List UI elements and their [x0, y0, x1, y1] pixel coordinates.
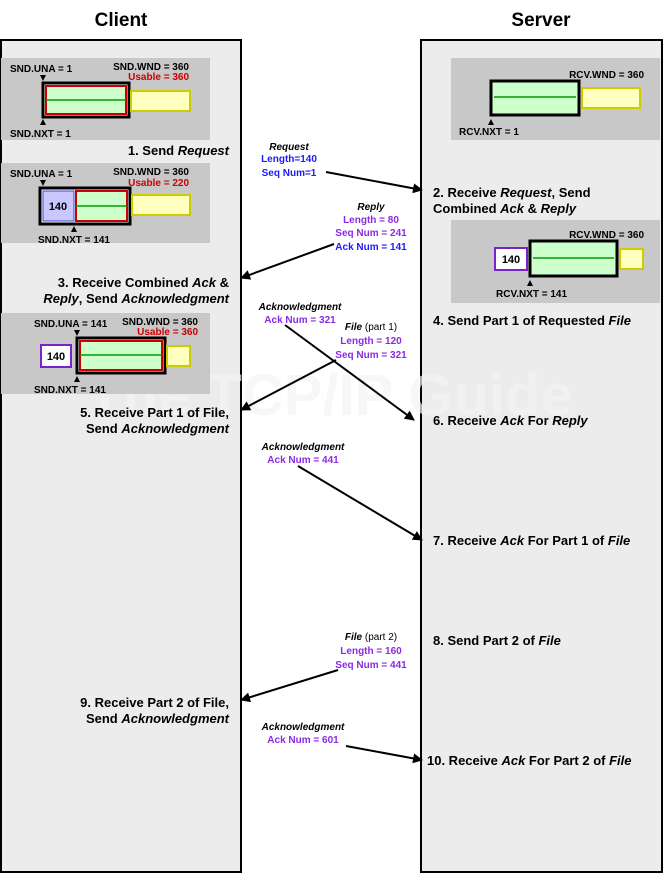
snd-wnd-label: SND.WND = 360 [113, 62, 189, 73]
client-step-9-line1: 9. Receive Part 2 of File, [80, 695, 229, 710]
msg-acknowledgment-3: Acknowledgment Ack Num = 601 [261, 722, 345, 746]
client-step-5-line2: Send Acknowledgment [86, 421, 230, 436]
server-step-2-line1: 2. Receive Request, Send [433, 185, 591, 200]
file-part2-arrow [240, 669, 339, 703]
msg-title: Acknowledgment [261, 722, 345, 733]
snd-una-label: SND.UNA = 1 [10, 64, 73, 75]
rcv-nxt-label: RCV.NXT = 1 [459, 127, 519, 138]
msg-line: Length = 160 [340, 646, 402, 657]
msg-line: Seq Num = 441 [335, 660, 407, 671]
client-send-window-1: SND.UNA = 1 SND.WND = 360 Usable = 360 S… [1, 58, 210, 140]
reply-arrow [240, 243, 335, 280]
server-header: Server [511, 10, 571, 31]
acked-bytes-label: 140 [47, 351, 65, 363]
usable-label: Usable = 360 [128, 72, 189, 83]
client-step-3-line2: Reply, Send Acknowledgment [43, 291, 229, 306]
file-part1-arrow [240, 359, 337, 411]
server-step-10: 10. Receive Ack For Part 2 of File [427, 753, 632, 768]
client-steps: 1. Send Request 3. Receive Combined Ack … [43, 143, 229, 726]
server-step-7: 7. Receive Ack For Part 1 of File [433, 533, 630, 548]
msg-title: Acknowledgment [258, 302, 342, 313]
msg-file-part1: File (part 1) Length = 120 Seq Num = 321 [335, 322, 407, 361]
msg-reply: Reply Length = 80 Seq Num = 241 Ack Num … [335, 202, 407, 253]
server-receive-window-2: 140 RCV.WND = 360 RCV.NXT = 141 [451, 220, 660, 303]
msg-acknowledgment-1: Acknowledgment Ack Num = 321 [258, 302, 342, 326]
message-arrows [240, 171, 423, 764]
msg-title: Acknowledgment [261, 442, 345, 453]
snd-nxt-label: SND.NXT = 1 [10, 129, 71, 140]
msg-file-part2: File (part 2) Length = 160 Seq Num = 441 [335, 632, 407, 671]
msg-line: Seq Num = 321 [335, 350, 407, 361]
msg-line: Ack Num = 441 [267, 455, 339, 466]
client-send-window-3: 140 SND.UNA = 141 SND.WND = 360 Usable =… [1, 313, 210, 396]
rcv-wnd-label: RCV.WND = 360 [569, 70, 644, 81]
snd-nxt-label: SND.NXT = 141 [38, 235, 110, 246]
msg-line: Length = 120 [340, 336, 402, 347]
server-receive-window-1: RCV.WND = 360 RCV.NXT = 1 [451, 58, 660, 140]
request-arrow [325, 171, 423, 194]
rcv-nxt-label: RCV.NXT = 141 [496, 289, 567, 300]
msg-line: Ack Num = 601 [267, 735, 339, 746]
snd-nxt-label: SND.NXT = 141 [34, 385, 106, 396]
received-bytes-label: 140 [502, 254, 520, 266]
sent-bytes-label: 140 [49, 201, 67, 213]
msg-title: Reply [357, 202, 385, 213]
msg-line: Seq Num=1 [262, 168, 317, 179]
msg-acknowledgment-2: Acknowledgment Ack Num = 441 [261, 442, 345, 466]
server-step-6: 6. Receive Ack For Reply [433, 413, 588, 428]
acknowledgment-2-arrow [297, 465, 423, 541]
msg-request: Request Length=140 Seq Num=1 [261, 142, 317, 179]
client-step-9-line2: Send Acknowledgment [86, 711, 230, 726]
msg-title: File (part 1) [345, 322, 397, 333]
server-column [420, 39, 663, 873]
msg-line: Length = 80 [343, 215, 399, 226]
msg-title: Request [269, 142, 309, 153]
client-step-1: 1. Send Request [128, 143, 230, 158]
acknowledgment-1-arrow [284, 324, 415, 421]
server-step-2-line2: Combined Ack & Reply [433, 201, 577, 216]
snd-una-label: SND.UNA = 141 [34, 319, 108, 330]
usable-label: Usable = 220 [128, 178, 189, 189]
msg-line: Ack Num = 141 [335, 242, 407, 253]
msg-line: Ack Num = 321 [264, 315, 336, 326]
client-send-window-2: 140 SND.UNA = 1 SND.WND = 360 Usable = 2… [1, 163, 210, 246]
snd-wnd-label: SND.WND = 360 [113, 167, 189, 178]
client-step-5-line1: 5. Receive Part 1 of File, [80, 405, 229, 420]
msg-line: Length=140 [261, 154, 317, 165]
client-header: Client [95, 10, 148, 31]
acknowledgment-3-arrow [345, 745, 423, 764]
server-step-8: 8. Send Part 2 of File [433, 633, 561, 648]
usable-label: Usable = 360 [137, 327, 198, 338]
snd-una-label: SND.UNA = 1 [10, 169, 73, 180]
snd-wnd-label: SND.WND = 360 [122, 317, 198, 328]
client-step-3-line1: 3. Receive Combined Ack & [58, 275, 229, 290]
msg-line: Seq Num = 241 [335, 228, 407, 239]
server-step-4: 4. Send Part 1 of Requested File [433, 313, 631, 328]
msg-title: File (part 2) [345, 632, 397, 643]
server-steps: 2. Receive Request, Send Combined Ack & … [427, 185, 632, 768]
rcv-wnd-label: RCV.WND = 360 [569, 230, 644, 241]
